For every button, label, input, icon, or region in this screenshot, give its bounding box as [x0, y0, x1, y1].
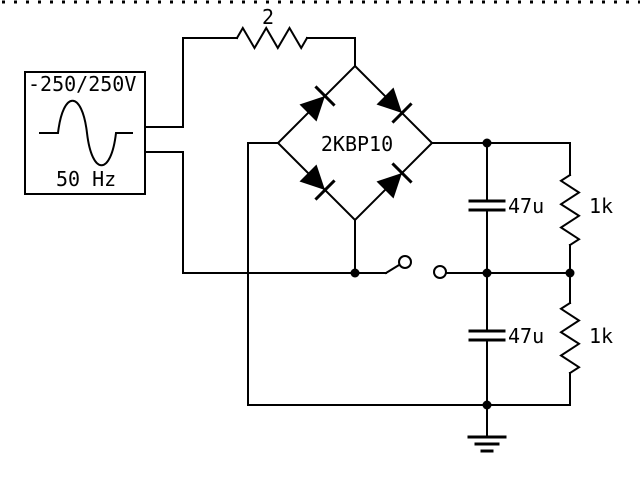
load-resistor-bottom: 1k: [559, 301, 613, 375]
source-box: [24, 71, 146, 195]
load-resistor-top-label: 1k: [589, 194, 613, 218]
junction-dot: [350, 268, 360, 278]
capacitor-top: 47u: [468, 194, 544, 218]
switch-contact-left[interactable]: [398, 255, 412, 269]
wire-source-bottom-to-switch: [144, 151, 387, 274]
wire-bridge-left-down: [247, 142, 279, 406]
switch-lever[interactable]: [384, 263, 401, 275]
capacitor-plates: [468, 329, 506, 342]
series-resistor-zigzag: [235, 26, 309, 50]
junction-dot: [482, 400, 492, 410]
diode-icon: [376, 162, 413, 199]
capacitor-top-label: 47u: [508, 194, 544, 218]
diode-icon: [299, 164, 336, 201]
source-frequency-label: 50 Hz: [56, 167, 116, 191]
wire-resistor-to-bridge-top: [306, 37, 356, 67]
sine-wave-icon: [39, 100, 133, 166]
junction-dot: [565, 268, 575, 278]
series-resistor: 2: [235, 5, 309, 50]
junction-dot: [482, 268, 492, 278]
bridge-rectifier: 2KBP10: [276, 64, 434, 222]
wire-source-top-to-resistor: [144, 37, 238, 128]
switch[interactable]: [384, 255, 447, 279]
wire-bridge-right-to-top-rail: [431, 142, 571, 176]
diode-icon: [376, 87, 413, 124]
load-resistor-top: 1k: [559, 173, 613, 247]
junction-dot: [482, 138, 492, 148]
bridge-part-label: 2KBP10: [321, 132, 393, 156]
resistor-zigzag: [559, 173, 581, 247]
switch-contact-right[interactable]: [433, 265, 447, 279]
resistor-zigzag: [559, 301, 581, 375]
ac-voltage-source: -250/250V 50 Hz: [24, 71, 146, 195]
load-resistor-bottom-label: 1k: [589, 324, 613, 348]
capacitor-plates: [468, 199, 506, 212]
series-resistor-label: 2: [262, 5, 274, 29]
bridge-diamond: [276, 64, 434, 222]
ground-icon: [467, 435, 507, 453]
diode-icon: [299, 85, 336, 122]
capacitor-bottom-label: 47u: [508, 324, 544, 348]
junction-dots: [350, 138, 575, 410]
source-voltage-label: -250/250V: [28, 72, 136, 96]
wires: [144, 37, 571, 438]
capacitor-bottom: 47u: [468, 324, 544, 348]
